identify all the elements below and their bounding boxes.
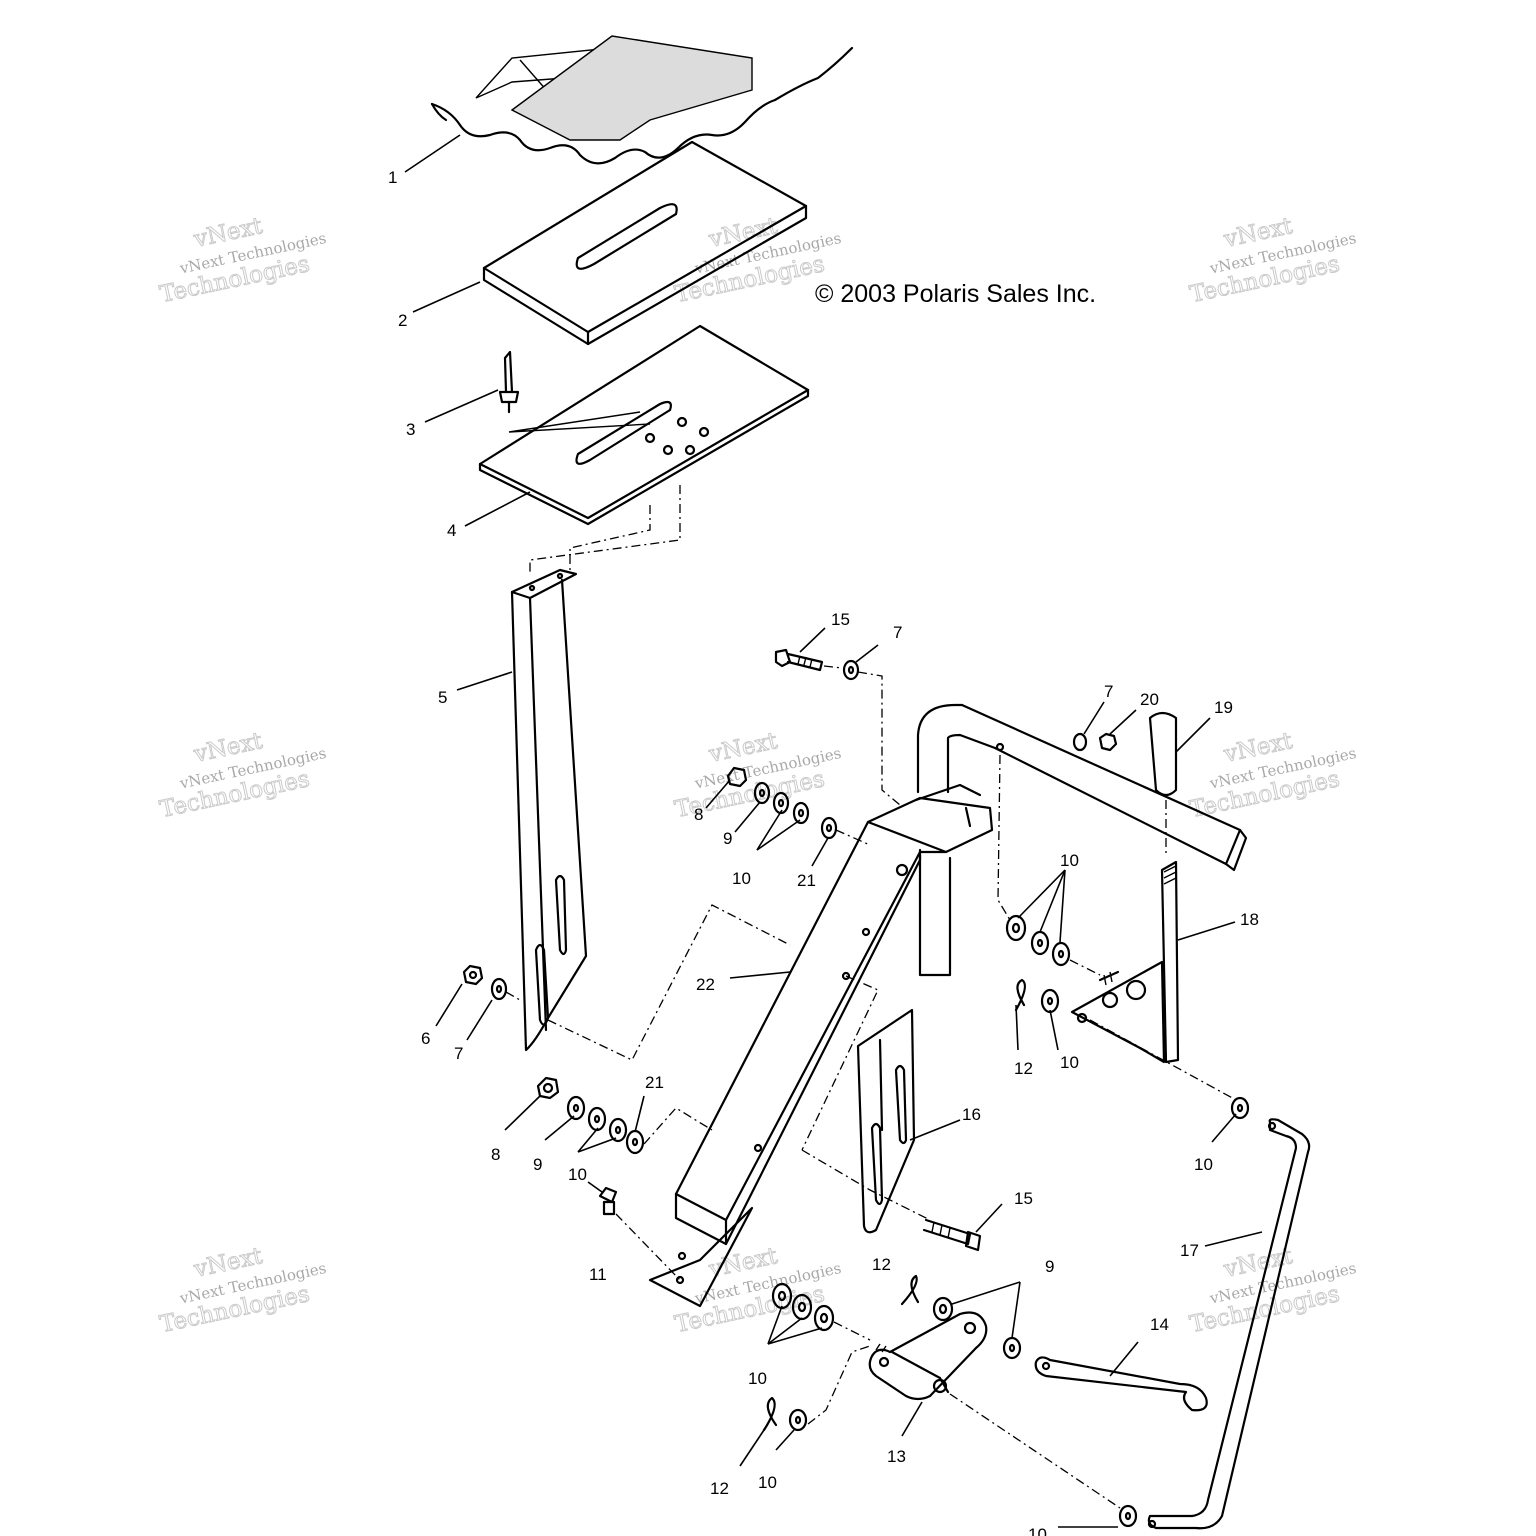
callout-labels: 1 2 3 4 5 6 7 15 7 7 20 19 8 9 10 21 10 … [388,168,1259,1536]
copyright-text: © 2003 Polaris Sales Inc. [815,280,1096,308]
callout-10: 10 [568,1165,587,1184]
watermark: vNext vNext Technologies Technologies [157,1242,328,1338]
callout-10: 10 [1194,1155,1213,1174]
callout-21: 21 [645,1073,664,1092]
part-16-plate [856,1008,916,1234]
part-handlebar [916,703,1248,977]
watermark: vNext vNext Technologies Technologies [1187,727,1358,823]
part-3-screw [498,350,520,414]
hardware-stack-right [1005,914,1101,1014]
callout-6: 6 [421,1029,430,1048]
part-11-fitting [598,1186,681,1281]
callout-5: 5 [438,688,447,707]
callout-21: 21 [797,871,816,890]
leader-lines [404,134,1263,1528]
callout-12: 12 [1014,1059,1033,1078]
part-19-handle-grip [1148,711,1178,797]
part-6-nut [462,964,484,986]
callout-15: 15 [831,610,850,629]
callout-2: 2 [398,311,407,330]
callout-9: 9 [1045,1257,1054,1276]
part-20-nut [1098,732,1118,752]
part-12-pin-middle [900,1274,920,1306]
part-22-main-post [648,783,994,1308]
watermark: vNext vNext Technologies Technologies [157,212,328,308]
watermark: vNext vNext Technologies Technologies [157,727,328,823]
callout-20: 20 [1140,690,1159,709]
hardware-stack-lower [536,1076,713,1155]
part-7-washer [490,977,508,1001]
callout-12: 12 [710,1479,729,1498]
watermark: vNext vNext Technologies Technologies [1187,212,1358,308]
callout-10: 10 [1028,1525,1047,1536]
callout-12: 12 [872,1255,891,1274]
callout-10: 10 [1060,1053,1079,1072]
callout-16: 16 [962,1105,981,1124]
watermark: vNext vNext Technologies Technologies [672,1242,843,1338]
callout-15: 15 [1014,1189,1033,1208]
callout-10: 10 [732,869,751,888]
callout-1: 1 [388,168,397,187]
callout-18: 18 [1240,910,1259,929]
callout-3: 3 [406,420,415,439]
part-7-washer-right [1072,732,1088,752]
part-18-shift-plate [1070,860,1180,1064]
part-15-bolt-top [774,648,824,672]
part-1-pad [430,35,854,165]
callout-10: 10 [758,1473,777,1492]
part-17-rod [1147,1118,1311,1530]
callout-4: 4 [447,521,456,540]
callout-7: 7 [1104,682,1113,701]
callout-7: 7 [454,1044,463,1063]
part-5-left-bracket [510,568,588,1052]
callout-11: 11 [589,1265,607,1284]
callout-9: 9 [533,1155,542,1174]
part-9-washer-middle [932,1296,1022,1360]
callout-8: 8 [694,805,703,824]
callout-10: 10 [748,1369,767,1388]
part-15-bolt-lower [922,1218,982,1252]
callout-7: 7 [893,623,902,642]
callout-19: 19 [1214,698,1233,717]
part-7-washer-top [842,659,860,681]
callout-13: 13 [887,1447,906,1466]
callout-10: 10 [1060,851,1079,870]
callout-22: 22 [696,975,715,994]
callout-9: 9 [723,829,732,848]
callout-8: 8 [491,1145,500,1164]
part-14-link [1034,1356,1208,1412]
part-13-bellcrank [868,1311,988,1401]
part-2-seat-pad [482,140,808,346]
part-4-seat-plate [478,324,810,526]
callout-17: 17 [1180,1241,1199,1260]
hardware-rod-washers [1118,1096,1250,1528]
watermark-group: vNext vNext Technologies Technologies vN… [157,212,1358,1338]
callout-14: 14 [1150,1315,1169,1334]
